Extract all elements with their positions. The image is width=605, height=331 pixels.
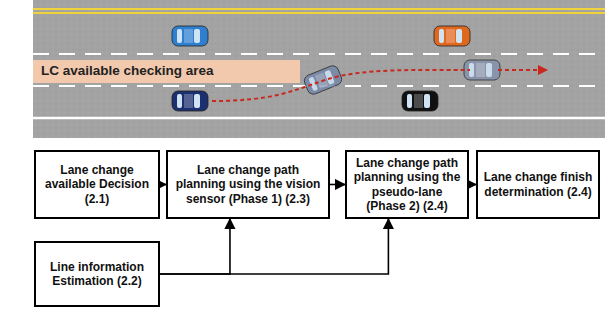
road-edge-line [33, 117, 605, 120]
box-text: Lane change path planning using the pseu… [351, 156, 463, 213]
flow-arrow [330, 184, 345, 186]
box-text: Lane change available Decision (2.1) [40, 163, 154, 205]
process-box: Line information Estimation (2.2) [34, 241, 160, 307]
vehicle-icon [172, 26, 208, 46]
vehicle-icon [434, 26, 470, 46]
flow-arrow [160, 219, 230, 274]
center-line [33, 8, 605, 10]
box-text: Lane change finish determination (2.4) [482, 170, 594, 198]
process-box: Lane change path planning using the visi… [166, 150, 330, 219]
road-surface [33, 0, 605, 138]
flow-arrow [469, 184, 476, 186]
box-text: Lane change path planning using the visi… [172, 163, 324, 205]
checking-area-band: LC available checking area [33, 60, 300, 83]
area-label: LC available checking area [41, 64, 292, 79]
process-box: Lane change finish determination (2.4) [476, 150, 600, 219]
vehicle-icon [172, 91, 208, 111]
lane-marking [33, 53, 605, 55]
box-text: Line information Estimation (2.2) [40, 260, 154, 288]
process-box: Lane change path planning using the pseu… [345, 150, 469, 219]
flow-arrow [160, 219, 388, 274]
vehicle-icon [402, 91, 438, 111]
lane-change-path [498, 69, 546, 71]
process-box: Lane change available Decision (2.1) [34, 150, 160, 219]
center-line [33, 12, 605, 14]
